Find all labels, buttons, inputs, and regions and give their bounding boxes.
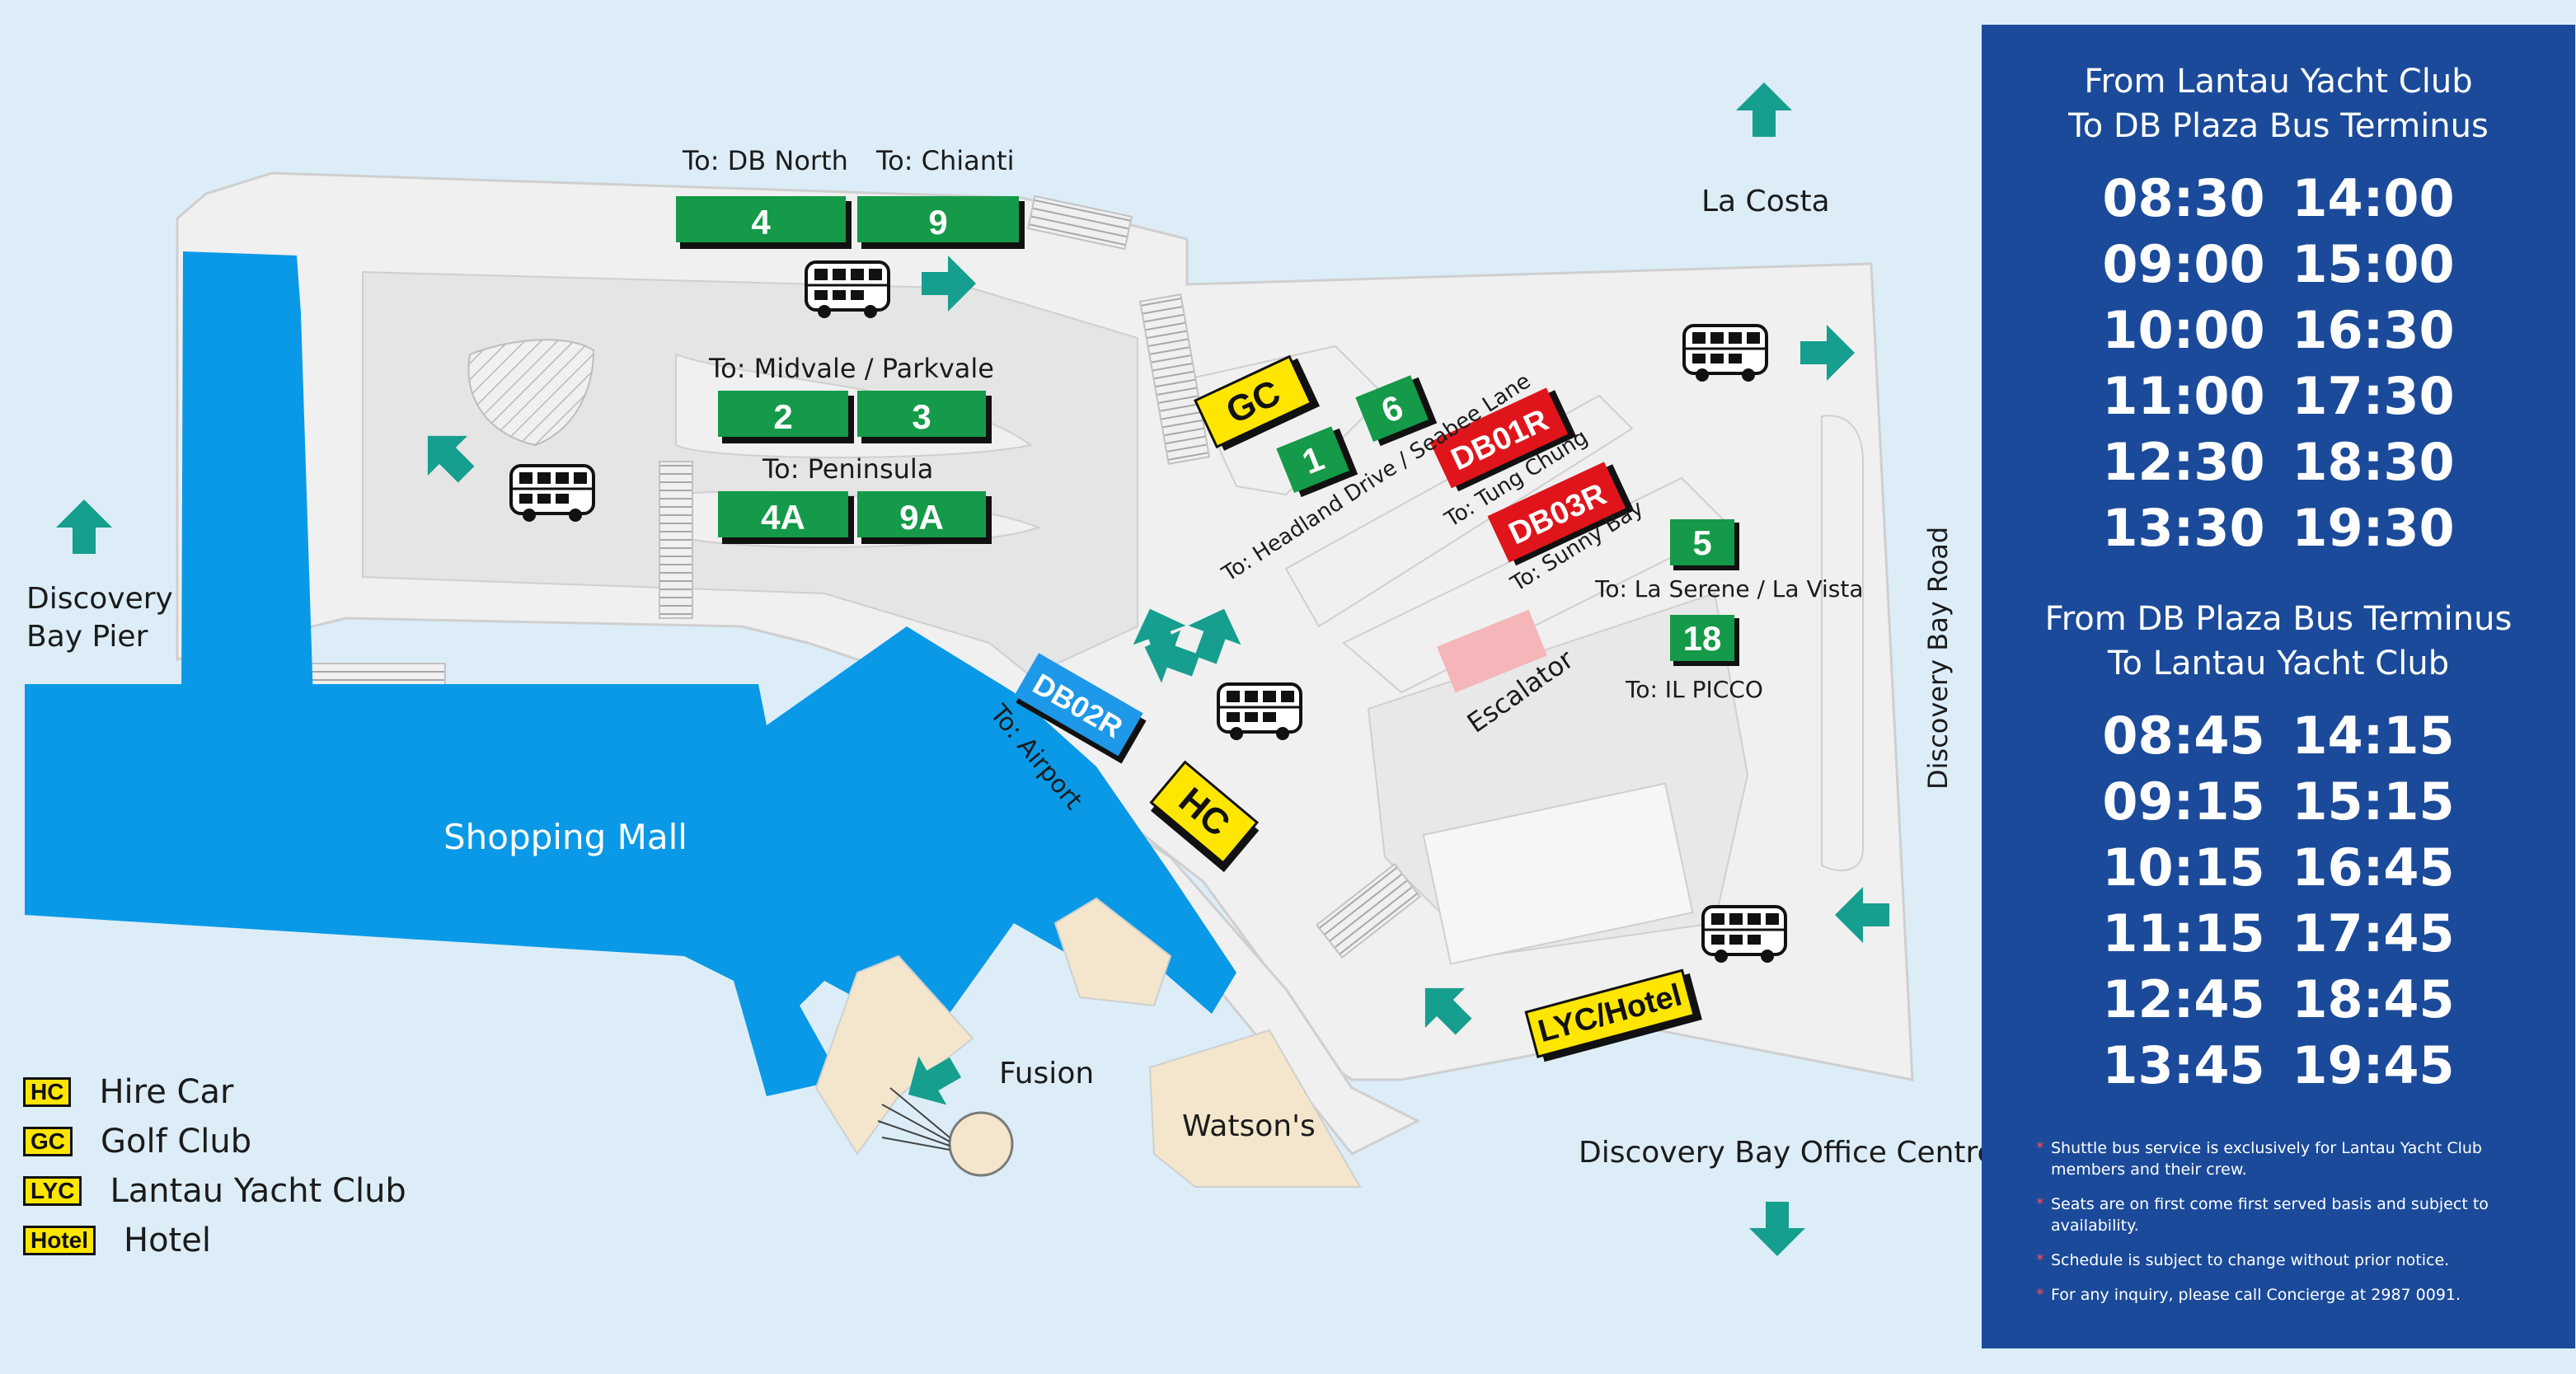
schedule-note: * Schedule is subject to change without … <box>2036 1250 2531 1271</box>
route-badges-green: 4 9 2 3 4A 9A 1 6 5 18 <box>676 196 1739 666</box>
route-4-label: 4 <box>751 203 771 242</box>
pier-building <box>181 251 313 701</box>
note-text: Shuttle bus service is exclusively for L… <box>2051 1139 2482 1179</box>
departure-time: 14:00 <box>2292 168 2455 228</box>
schedule2-times: 08:45 14:15 09:15 15:15 10:15 16:45 11:1… <box>2089 709 2468 1093</box>
route-5-label: 5 <box>1692 523 1711 562</box>
buildings <box>25 251 1547 1188</box>
fusion-building <box>814 954 974 1156</box>
schedule-note: * Shuttle bus service is exclusively for… <box>2036 1137 2531 1180</box>
fusion-steps <box>877 1087 950 1151</box>
departure-time: 12:45 <box>2102 969 2265 1029</box>
legend-item: GC Golf Club <box>23 1117 435 1166</box>
departure-time: 08:45 <box>2102 706 2265 766</box>
schedule2-title-line1: From DB Plaza Bus Terminus <box>2044 600 2513 638</box>
place-shopping-mall: Shopping Mall <box>443 817 687 857</box>
schedule-panel: From Lantau Yacht Club To DB Plaza Bus T… <box>1982 25 2575 1348</box>
legend-label: Golf Club <box>101 1123 252 1161</box>
departure-time: 17:45 <box>2292 903 2455 964</box>
place-discovery-bay-pier-line1: Discovery <box>26 582 173 616</box>
departure-time: 09:00 <box>2102 234 2265 294</box>
dest-la-serene-la-vista: To: La Serene / La Vista <box>1594 575 1864 603</box>
place-la-costa: La Costa <box>1701 185 1830 218</box>
departure-time: 15:15 <box>2292 771 2455 832</box>
note-text: Seats are on first come first served bas… <box>2051 1195 2489 1235</box>
note-text: For any inquiry, please call Concierge a… <box>2051 1286 2461 1304</box>
route-badges-yellow: GC HC LYC/Hotel <box>1149 354 1702 1062</box>
route-9a-label: 9A <box>899 498 944 537</box>
bus-icon <box>1682 324 1768 383</box>
escalator-block <box>1437 609 1547 693</box>
departure-time: 11:15 <box>2102 903 2265 964</box>
schedule-note: * Seats are on first come first served b… <box>2036 1193 2531 1236</box>
schedule-notes: * Shuttle bus service is exclusively for… <box>2036 1137 2531 1319</box>
departure-time: 18:45 <box>2292 969 2455 1029</box>
route-9-label: 9 <box>928 203 947 242</box>
departure-time: 15:00 <box>2292 234 2455 294</box>
departure-time: 10:00 <box>2102 300 2265 360</box>
note-asterisk-icon: * <box>2036 1195 2044 1213</box>
departure-time: 13:30 <box>2102 498 2265 558</box>
place-fusion: Fusion <box>999 1057 1094 1090</box>
dest-il-picco: To: IL PICCO <box>1625 676 1763 703</box>
departure-time: 13:45 <box>2102 1035 2265 1095</box>
dest-chianti: To: Chianti <box>875 145 1014 176</box>
schedule1-title-line1: From Lantau Yacht Club <box>2084 63 2473 101</box>
place-discovery-bay-road: Discovery Bay Road <box>1922 527 1954 790</box>
shopping-mall-building <box>25 626 1236 1096</box>
departure-time: 16:30 <box>2292 300 2455 360</box>
bus-icon <box>1217 682 1302 742</box>
watsons-building <box>1148 1029 1362 1188</box>
bus-icon <box>1701 905 1787 964</box>
departure-time: 18:30 <box>2292 432 2455 492</box>
route-18-label: 18 <box>1683 619 1722 658</box>
legend-badge: HC <box>23 1077 72 1107</box>
legend-label: Hotel <box>124 1222 211 1259</box>
departure-time: 08:30 <box>2102 168 2265 228</box>
fusion-rotunda <box>948 1111 1014 1177</box>
schedule1-times: 08:30 14:00 09:00 15:00 10:00 16:30 11:0… <box>2089 171 2468 556</box>
route-badge-blue: DB02R <box>1014 653 1147 764</box>
legend-badge: GC <box>23 1127 73 1156</box>
departure-time: 19:30 <box>2292 498 2455 558</box>
legend-item: Hotel Hotel <box>23 1216 435 1265</box>
note-text: Schedule is subject to change without pr… <box>2051 1251 2450 1269</box>
schedule1-title-line2: To DB Plaza Bus Terminus <box>2068 107 2489 145</box>
departure-time: 11:00 <box>2102 366 2265 426</box>
legend-label: Hire Car <box>99 1073 234 1111</box>
legend-item: LYC Lantau Yacht Club <box>23 1166 435 1216</box>
place-watsons: Watson's <box>1182 1109 1316 1143</box>
departure-time: 12:30 <box>2102 432 2265 492</box>
place-discovery-bay-pier-line2: Bay Pier <box>26 620 148 654</box>
sand-block <box>1053 897 1172 1007</box>
departure-time: 17:30 <box>2292 366 2455 426</box>
place-office-centre: Discovery Bay Office Centre <box>1579 1136 1996 1170</box>
note-asterisk-icon: * <box>2036 1286 2044 1304</box>
route-4a-label: 4A <box>761 498 805 537</box>
dest-midvale-parkvale: To: Midvale / Parkvale <box>708 353 994 384</box>
route-2-label: 2 <box>773 397 792 436</box>
departure-time: 10:15 <box>2102 837 2265 898</box>
bus-icon <box>509 464 595 523</box>
note-asterisk-icon: * <box>2036 1139 2044 1157</box>
dest-peninsula: To: Peninsula <box>762 453 933 485</box>
legend-badge: Hotel <box>23 1226 96 1255</box>
schedule2-title-line2: To Lantau Yacht Club <box>2107 645 2450 682</box>
note-asterisk-icon: * <box>2036 1251 2044 1269</box>
bus-icon <box>805 260 890 320</box>
dest-db-north: To: DB North <box>682 145 848 176</box>
departure-time: 19:45 <box>2292 1035 2455 1095</box>
legend-item: HC Hire Car <box>23 1067 435 1117</box>
route-3-label: 3 <box>912 397 931 436</box>
departure-time: 14:15 <box>2292 706 2455 766</box>
departure-time: 16:45 <box>2292 837 2455 898</box>
legend-label: Lantau Yacht Club <box>110 1172 406 1210</box>
legend-badge: LYC <box>23 1176 82 1206</box>
legend: HC Hire Car GC Golf Club LYC Lantau Yach… <box>23 1067 435 1265</box>
schedule-note: * For any inquiry, please call Concierge… <box>2036 1284 2531 1306</box>
departure-time: 09:15 <box>2102 771 2265 832</box>
